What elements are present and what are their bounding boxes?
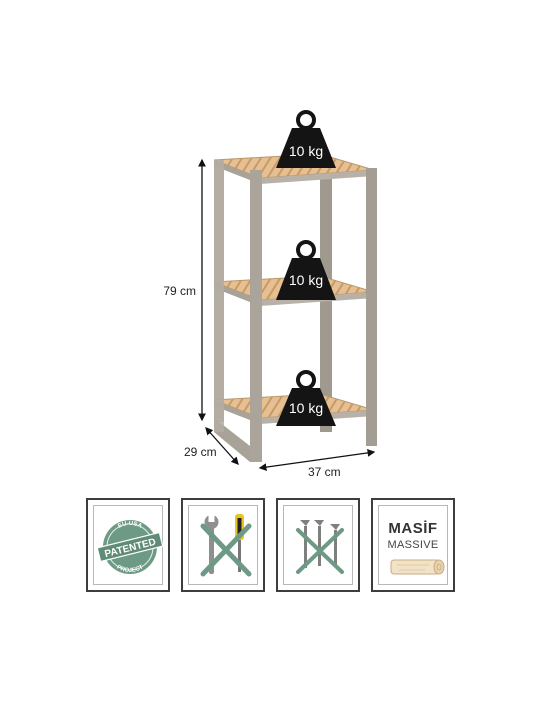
seal-arc-bottom: PROJECT [116,564,145,574]
feature-massive: MASİF MASSIVE [371,498,455,592]
height-dimension: 79 cm [163,158,206,422]
massive-subtitle: MASSIVE [387,539,439,551]
no-tools-icon [200,514,252,577]
width-label: 37 cm [308,465,341,479]
patented-seal-icon: EU-USA PROJECT PATENTED [96,520,164,574]
depth-label: 29 cm [184,445,217,459]
svg-text:EU-USA: EU-USA [117,521,143,530]
weight-label: 10 kg [289,400,323,416]
weight-label: 10 kg [289,143,323,159]
feature-no-tools [181,498,265,592]
weight-top: 10 kg [276,110,336,168]
no-screws-icon [296,520,344,574]
feature-badges: EU-USA PROJECT PATENTED [86,498,456,594]
massive-title: MASİF [388,520,438,537]
wood-log-icon [390,559,445,575]
svg-text:PROJECT: PROJECT [116,564,145,574]
feature-no-screws [276,498,360,592]
width-dimension: 37 cm [258,449,376,479]
weight-middle: 10 kg [276,240,336,300]
weight-bottom: 10 kg [276,370,336,426]
screw-icon [300,520,340,568]
shelf-product-illustration: 10 kg 10 kg 10 kg 79 cm 29 cm 37 cm [163,110,377,479]
feature-patented: EU-USA PROJECT PATENTED [86,498,170,592]
height-label: 79 cm [163,284,196,298]
depth-dimension: 29 cm [184,427,239,465]
seal-arc-top: EU-USA [117,521,143,530]
weight-label: 10 kg [289,272,323,288]
